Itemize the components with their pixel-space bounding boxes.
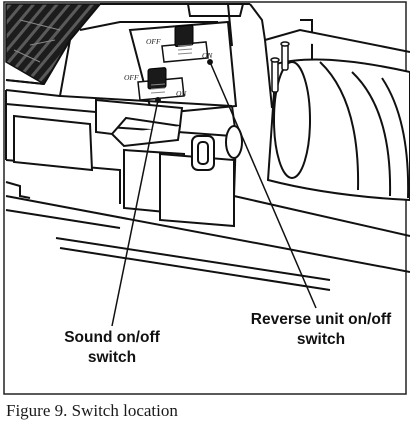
step-opening [95, 98, 243, 171]
lower-switch-on-label: ON [176, 89, 187, 98]
lower-switch-off-label: OFF [124, 73, 139, 82]
leader-lines [111, 59, 317, 327]
upper-switch-off-label: OFF [146, 37, 161, 46]
sound-callout-line2: switch [87, 349, 137, 366]
sound-leader-line [111, 99, 159, 327]
reverse-callout-line2: switch [296, 331, 346, 348]
upper-switch: OFF ON [146, 24, 213, 63]
chassis-lines [5, 209, 331, 291]
reverse-leader-line [209, 61, 317, 309]
upper-switch-on-label: ON [202, 51, 213, 60]
lower-switch: OFF ON [124, 67, 187, 101]
side-windows [13, 114, 235, 228]
roof-outline [5, 3, 273, 109]
reverse-callout-line1: Reverse unit on/off [250, 311, 392, 328]
sound-switch-callout: Sound on/off switch [52, 328, 172, 368]
boiler-assembly [264, 19, 410, 202]
reverse-switch-callout: Reverse unit on/off switch [238, 310, 404, 350]
figure-caption: Figure 9. Switch location [6, 401, 178, 420]
sound-callout-line1: Sound on/off [64, 329, 160, 346]
boiler-pipes [270, 41, 290, 93]
